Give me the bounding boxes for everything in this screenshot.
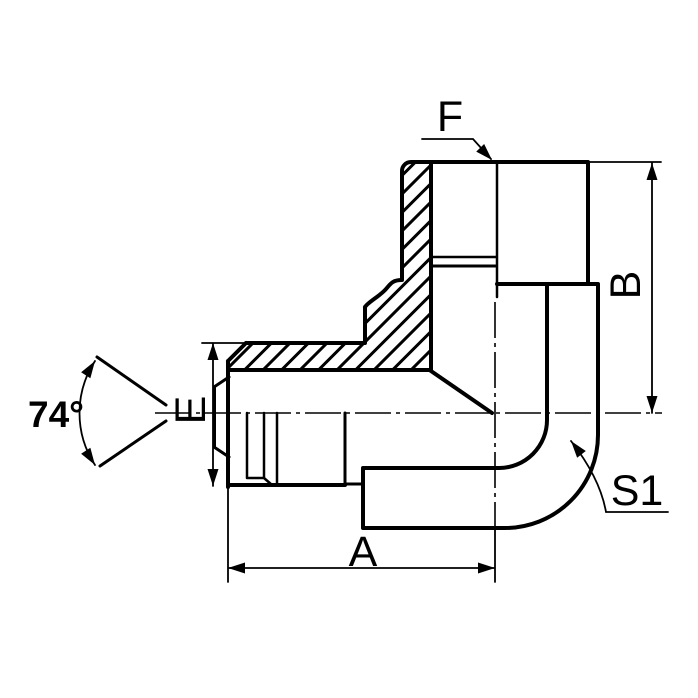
flare-nose — [212, 375, 231, 459]
arrow-s1-leader — [571, 441, 586, 458]
angle-cone-construction-lines — [95, 355, 168, 468]
arrow-e-bottom — [207, 469, 219, 486]
centerlines — [155, 302, 662, 529]
arrow-e-top — [207, 343, 219, 360]
angle-label-74: 74° — [28, 394, 84, 435]
dim-label-b: B — [602, 271, 650, 300]
arrow-b-top — [646, 163, 658, 180]
fitting-body-outline — [212, 160, 600, 530]
arrow-a-right — [478, 562, 495, 574]
dim-label-f: F — [437, 93, 463, 141]
port-bore-lines — [429, 160, 499, 299]
dimension-labels: F B E A S1 74° — [28, 93, 663, 576]
dim-label-e: E — [167, 396, 215, 425]
dim-e-line — [201, 342, 248, 487]
dim-label-s1: S1 — [611, 467, 664, 515]
arrow-b-bottom — [646, 396, 658, 413]
dim-a-line — [227, 488, 496, 583]
arrow-a-left — [228, 562, 245, 574]
thread-detail — [245, 411, 365, 487]
arrow-f-leader — [476, 143, 492, 160]
dimension-lines — [78, 138, 669, 583]
dim-b-line — [589, 161, 662, 414]
dim-label-a: A — [349, 528, 378, 576]
arrow-angle-top — [81, 361, 95, 379]
arrow-angle-bottom — [81, 447, 95, 465]
dimension-arrowheads — [81, 143, 658, 574]
